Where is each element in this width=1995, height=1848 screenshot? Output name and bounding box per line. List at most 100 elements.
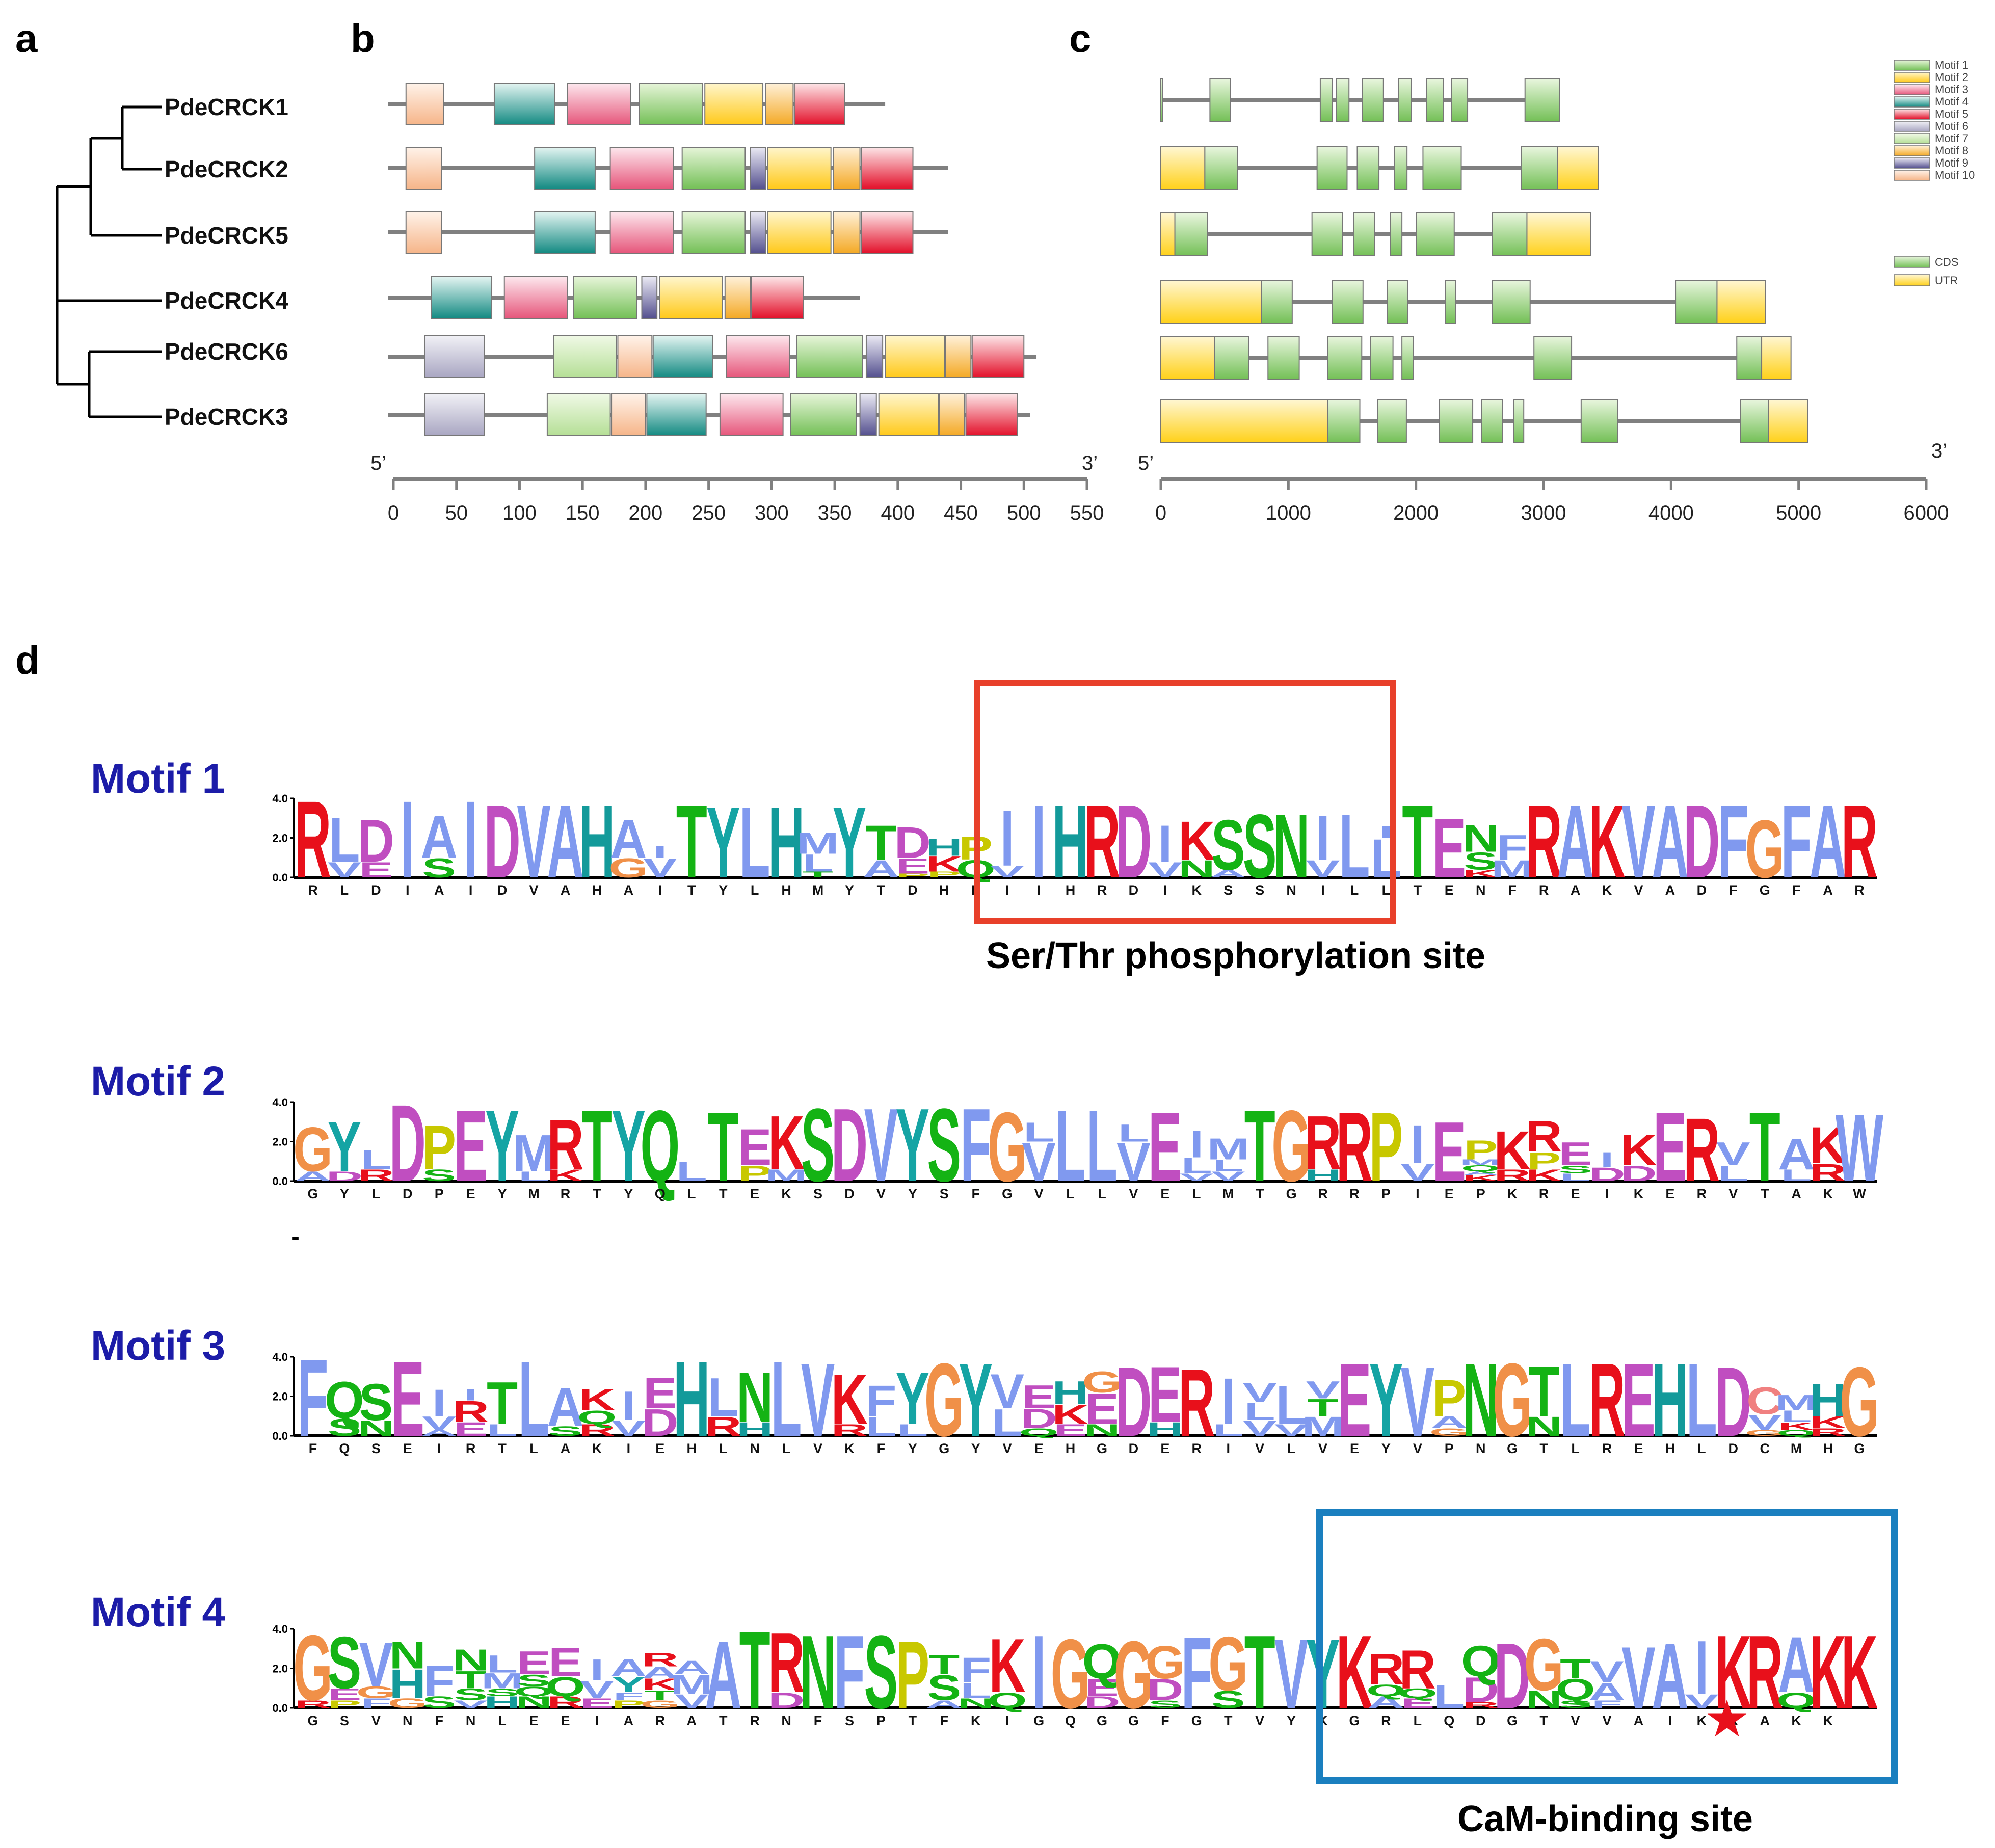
cds-segment xyxy=(1204,146,1238,190)
consensus-residue: T xyxy=(1539,1713,1548,1728)
consensus-residue: F xyxy=(877,1441,886,1456)
consensus-residue: L xyxy=(1066,1186,1075,1201)
logo-letter: A xyxy=(295,1169,331,1184)
logo-letter: R xyxy=(1526,784,1562,900)
logo-letter: D xyxy=(358,808,394,875)
logo-letter: P xyxy=(1432,1369,1466,1427)
logo-letter: I xyxy=(432,1381,446,1424)
consensus-residue: Y xyxy=(971,1441,980,1456)
consensus-residue: F xyxy=(940,1713,949,1728)
logo-letter: S xyxy=(1211,805,1245,885)
logo-letter: M xyxy=(765,1166,807,1185)
motif-5-box xyxy=(751,276,804,319)
logo-letter: R xyxy=(547,1105,583,1185)
logo-letter: V xyxy=(1243,1416,1277,1440)
logo-letter: Y xyxy=(1369,1342,1403,1459)
motif-1-box xyxy=(573,276,637,319)
consensus-residue: Y xyxy=(498,1186,507,1201)
motif-2-box xyxy=(767,211,832,254)
logo-letter: T xyxy=(802,870,833,879)
motif-5-box xyxy=(793,83,845,125)
motif-10-box xyxy=(617,335,653,378)
logo-letter: M xyxy=(513,1124,555,1183)
logo-letter: D xyxy=(326,1169,363,1184)
cds-segment xyxy=(1327,336,1363,380)
cds-segment xyxy=(1416,212,1455,256)
legend-swatch xyxy=(1894,84,1930,95)
logo-letter: S xyxy=(1148,1698,1182,1710)
consensus-residue: G xyxy=(1854,1441,1865,1456)
leaf-label: PdeCRCK3 xyxy=(165,404,288,430)
motif-2-box xyxy=(704,83,764,125)
consensus-residue: T xyxy=(1256,1186,1264,1201)
logo-letter: F xyxy=(1781,784,1812,900)
logo-letter: V xyxy=(1148,858,1182,882)
consensus-residue: P xyxy=(1445,1441,1454,1456)
logo-letter: K xyxy=(1462,1174,1499,1183)
logo-letter: G xyxy=(1082,1365,1122,1399)
consensus-residue: L xyxy=(1414,1713,1422,1728)
consensus-residue: L xyxy=(372,1186,381,1201)
axis-three-prime: 3’ xyxy=(1931,440,1947,462)
logo-letter: V xyxy=(422,1412,456,1434)
legend-swatch xyxy=(1894,274,1930,286)
consensus-residue: D xyxy=(1129,882,1139,898)
logo-letter: I xyxy=(653,843,667,861)
logo-letter: L xyxy=(1213,1421,1244,1439)
gene-row xyxy=(1160,399,1808,443)
motif-2-box xyxy=(767,147,832,190)
consensus-residue: H xyxy=(1066,1441,1076,1456)
logo-letter: I xyxy=(1032,784,1046,900)
logo-letter: S xyxy=(328,1622,362,1704)
logo-letter: V xyxy=(643,853,677,883)
motif-5-box xyxy=(861,211,914,254)
logo-letter: L xyxy=(1086,1090,1118,1203)
consensus-residue: I xyxy=(1005,1713,1009,1728)
logo-letter: V xyxy=(454,1698,488,1710)
consensus-residue: I xyxy=(627,1441,631,1456)
consensus-residue: I xyxy=(1668,1713,1672,1728)
logo-letter: D xyxy=(1683,784,1720,900)
axis-tick-label: 450 xyxy=(944,502,978,524)
logo-letter: V xyxy=(1022,1132,1056,1193)
logo-letter: L xyxy=(1781,1166,1812,1185)
cds-segment xyxy=(1481,399,1503,443)
logo-letter: L xyxy=(360,1144,391,1175)
logo-letter: M xyxy=(671,1670,713,1700)
consensus-residue: G xyxy=(307,1186,318,1201)
axis-tick-label: 550 xyxy=(1070,502,1104,524)
logo-letter: K xyxy=(1841,1614,1878,1731)
cds-segment xyxy=(1377,399,1407,443)
logo-letter: E xyxy=(359,858,393,882)
logo-letter: G xyxy=(1146,1637,1185,1689)
logo-letter: H xyxy=(736,1418,773,1440)
logo-letter: A xyxy=(1588,1678,1625,1705)
legend-swatch xyxy=(1894,121,1930,132)
logo-letter: L xyxy=(1560,1342,1591,1459)
logo-letter: Q xyxy=(1082,1633,1122,1689)
logo-letter: P xyxy=(328,1698,362,1710)
phospho-site-box xyxy=(974,680,1396,924)
logo-letter: E xyxy=(1432,801,1466,896)
axis-tick-label: 50 xyxy=(445,502,468,524)
logo-letter: V xyxy=(1306,855,1340,882)
consensus-residue: E xyxy=(655,1441,664,1456)
logo-letter: K xyxy=(1462,868,1499,880)
consensus-residue: G xyxy=(1507,1713,1518,1728)
motif-title: Motif 2 xyxy=(91,1058,225,1105)
logo-letter: V xyxy=(1748,1410,1782,1435)
logo-letter: H xyxy=(1052,784,1088,900)
consensus-residue: I xyxy=(406,882,410,898)
logo-letter: F xyxy=(423,1656,455,1705)
logo-letter: A xyxy=(610,1654,647,1681)
logo-letter: L xyxy=(487,1421,518,1439)
motif-2-box xyxy=(885,335,945,378)
logo-letter: E xyxy=(517,1645,551,1681)
logo-letter: N xyxy=(1083,1421,1120,1439)
logo-letter: H xyxy=(578,784,615,900)
cds-segment xyxy=(1319,78,1333,122)
logo-letter: T xyxy=(1308,1394,1339,1421)
consensus-residue: I xyxy=(595,1713,599,1728)
logo-letter: E xyxy=(548,1640,582,1685)
logo-letter: K xyxy=(926,852,963,876)
